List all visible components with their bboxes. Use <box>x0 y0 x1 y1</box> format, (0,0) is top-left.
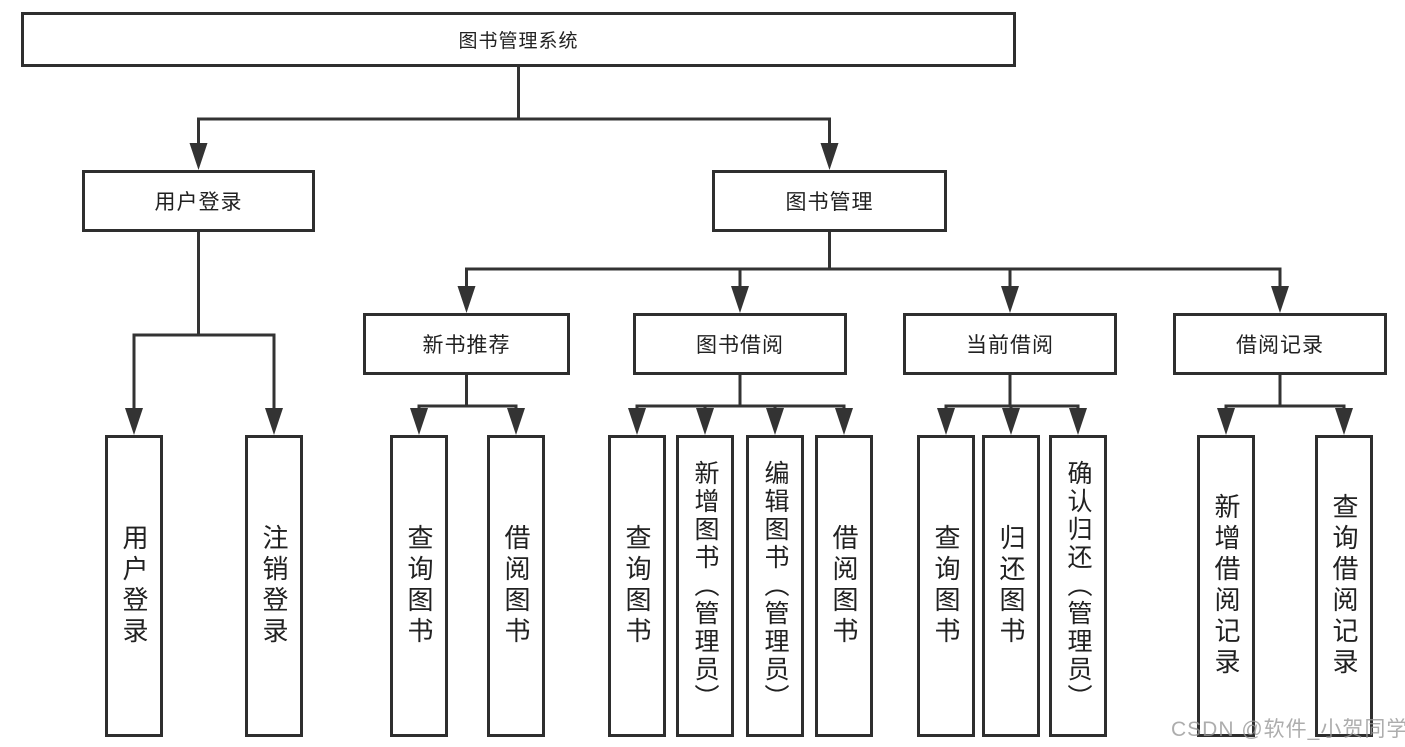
leaf-borrow-query-books: 查询图书 <box>608 435 666 737</box>
node-library-management-system: 图书管理系统 <box>21 12 1016 67</box>
node-borrow-record: 借阅记录 <box>1173 313 1387 375</box>
node-new-book-recommend: 新书推荐 <box>363 313 570 375</box>
leaf-recommend-borrow-books: 借阅图书 <box>487 435 545 737</box>
leaf-record-add-borrow-record: 新增借阅记录 <box>1197 435 1255 737</box>
csdn-watermark: CSDN @软件_小贺同学 <box>1171 718 1405 741</box>
node-book-borrow: 图书借阅 <box>633 313 847 375</box>
leaf-current-confirm-return-admin: 确认归还（管理员） <box>1049 435 1107 737</box>
leaf-borrow-edit-books-admin: 编辑图书（管理员） <box>746 435 804 737</box>
leaf-logout: 注销登录 <box>245 435 303 737</box>
leaf-borrow-add-books-admin: 新增图书（管理员） <box>676 435 734 737</box>
leaf-current-return-books: 归还图书 <box>982 435 1040 737</box>
node-book-management: 图书管理 <box>712 170 947 232</box>
arrowheads <box>125 143 1353 435</box>
leaf-recommend-query-books: 查询图书 <box>390 435 448 737</box>
node-user-login: 用户登录 <box>82 170 315 232</box>
leaf-record-query-borrow-record: 查询借阅记录 <box>1315 435 1373 737</box>
leaf-current-query-books: 查询图书 <box>917 435 975 737</box>
leaf-borrow-borrow-books: 借阅图书 <box>815 435 873 737</box>
leaf-user-login: 用户登录 <box>105 435 163 737</box>
node-current-borrow: 当前借阅 <box>903 313 1117 375</box>
